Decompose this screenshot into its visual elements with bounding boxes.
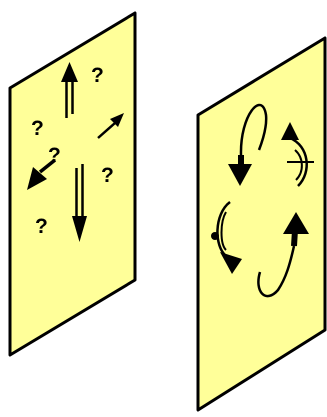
question-mark: ? [35,215,48,238]
question-mark: ? [101,164,114,187]
question-mark: ? [31,117,44,140]
right-panel [198,38,325,410]
left-panel: ? ? ? ? ? [10,13,135,355]
question-mark: ? [48,144,61,167]
question-mark: ? [91,64,104,87]
